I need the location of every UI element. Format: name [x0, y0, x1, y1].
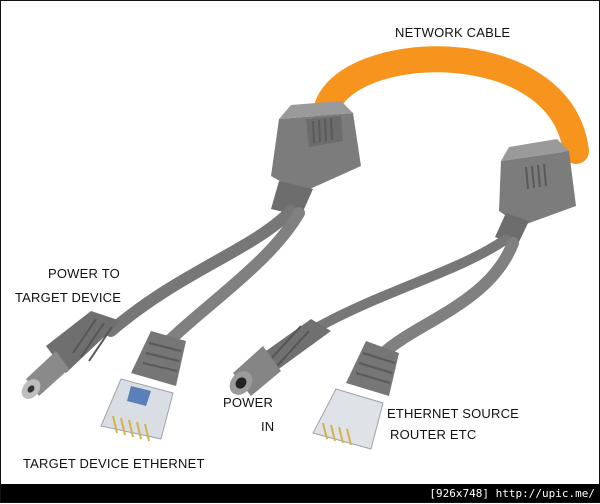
label-power-to: POWER TO	[48, 266, 120, 281]
label-router-etc: ROUTER ETC	[390, 427, 477, 442]
watermark-bar: [926x748] http://upic.me/	[1, 484, 600, 502]
dc-jack-power-in	[229, 319, 331, 396]
cable-power-in	[306, 234, 511, 336]
label-ethernet-source: ETHERNET SOURCE	[387, 406, 520, 421]
rj45-source-plug	[312, 341, 399, 450]
cable-ethernet-out	[163, 207, 305, 347]
label-network-cable: NETWORK CABLE	[395, 25, 511, 40]
network-cable	[313, 46, 589, 164]
right-splitter-housing	[495, 139, 576, 246]
watermark-text: [926x748] http://upic.me/	[429, 487, 595, 500]
dc-barrel-plug	[21, 311, 121, 399]
label-in: IN	[261, 419, 275, 434]
left-splitter-housing	[271, 101, 361, 216]
label-target-device: TARGET DEVICE	[15, 290, 122, 305]
label-power: POWER	[223, 395, 274, 410]
cable-ethernet-in	[380, 237, 519, 357]
rj45-target-plug	[100, 331, 186, 442]
cable-power-out	[105, 205, 297, 337]
label-target-ethernet: TARGET DEVICE ETHERNET	[23, 456, 205, 471]
